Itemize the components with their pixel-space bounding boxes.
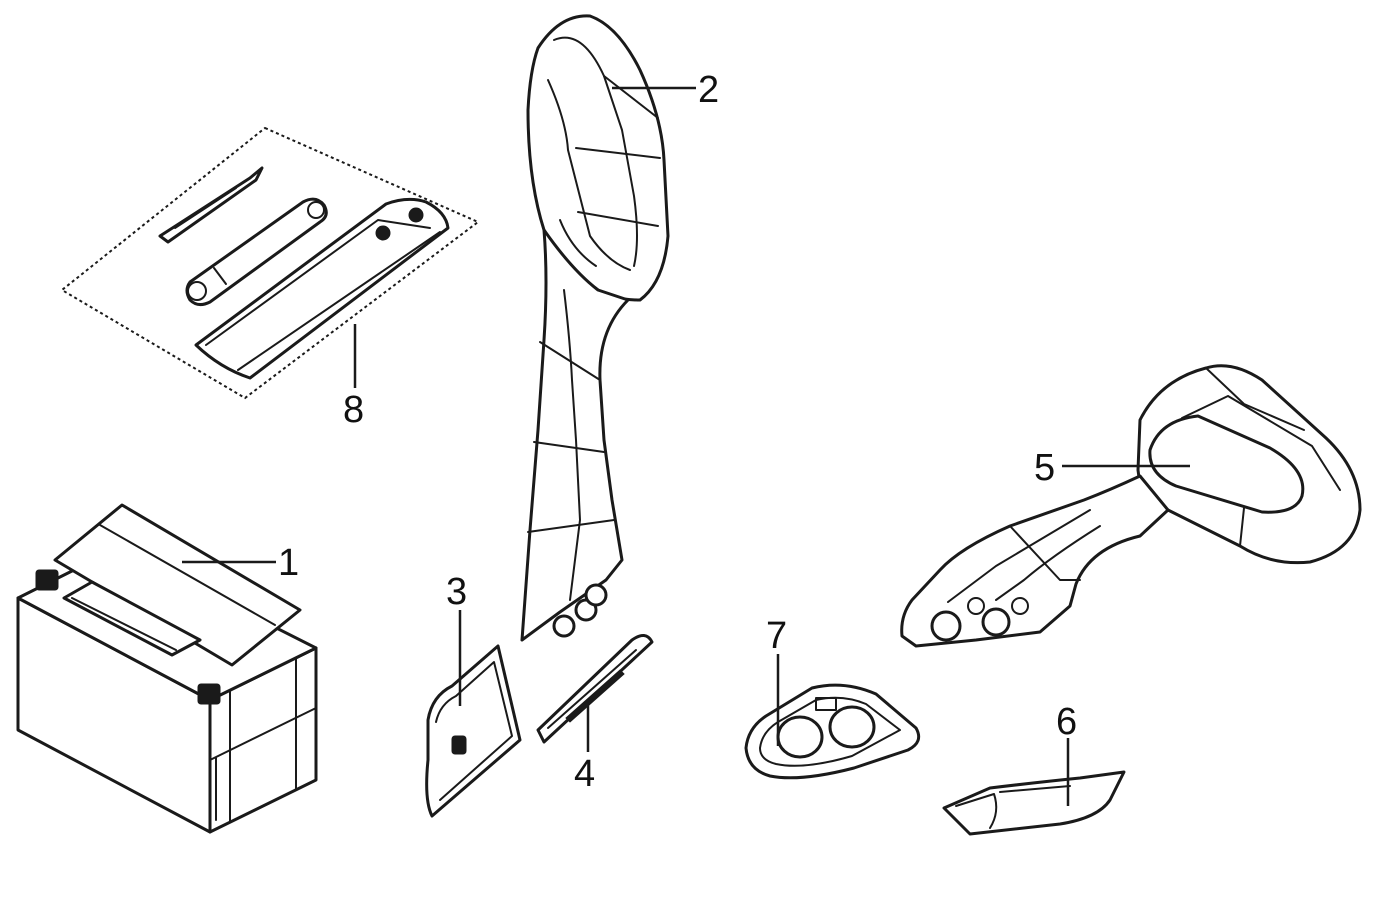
callout-3: 3 [446, 571, 467, 613]
cover-plate-drawing [425, 610, 522, 818]
callout-7: 7 [766, 615, 787, 657]
small-trim-drawing [536, 634, 654, 752]
callout-4: 4 [574, 753, 595, 795]
callout-2: 2 [698, 69, 719, 111]
tool-kit-drawing [60, 126, 480, 400]
callout-5: 5 [1034, 447, 1055, 489]
lower-trim-drawing [942, 738, 1126, 836]
right-mirror-drawing [900, 364, 1362, 648]
callout-6: 6 [1056, 701, 1077, 743]
battery-drawing [16, 503, 318, 834]
left-mirror-drawing [520, 14, 696, 642]
callout-1: 1 [278, 542, 299, 584]
callout-8: 8 [343, 389, 364, 431]
mirror-base-drawing [744, 654, 921, 780]
